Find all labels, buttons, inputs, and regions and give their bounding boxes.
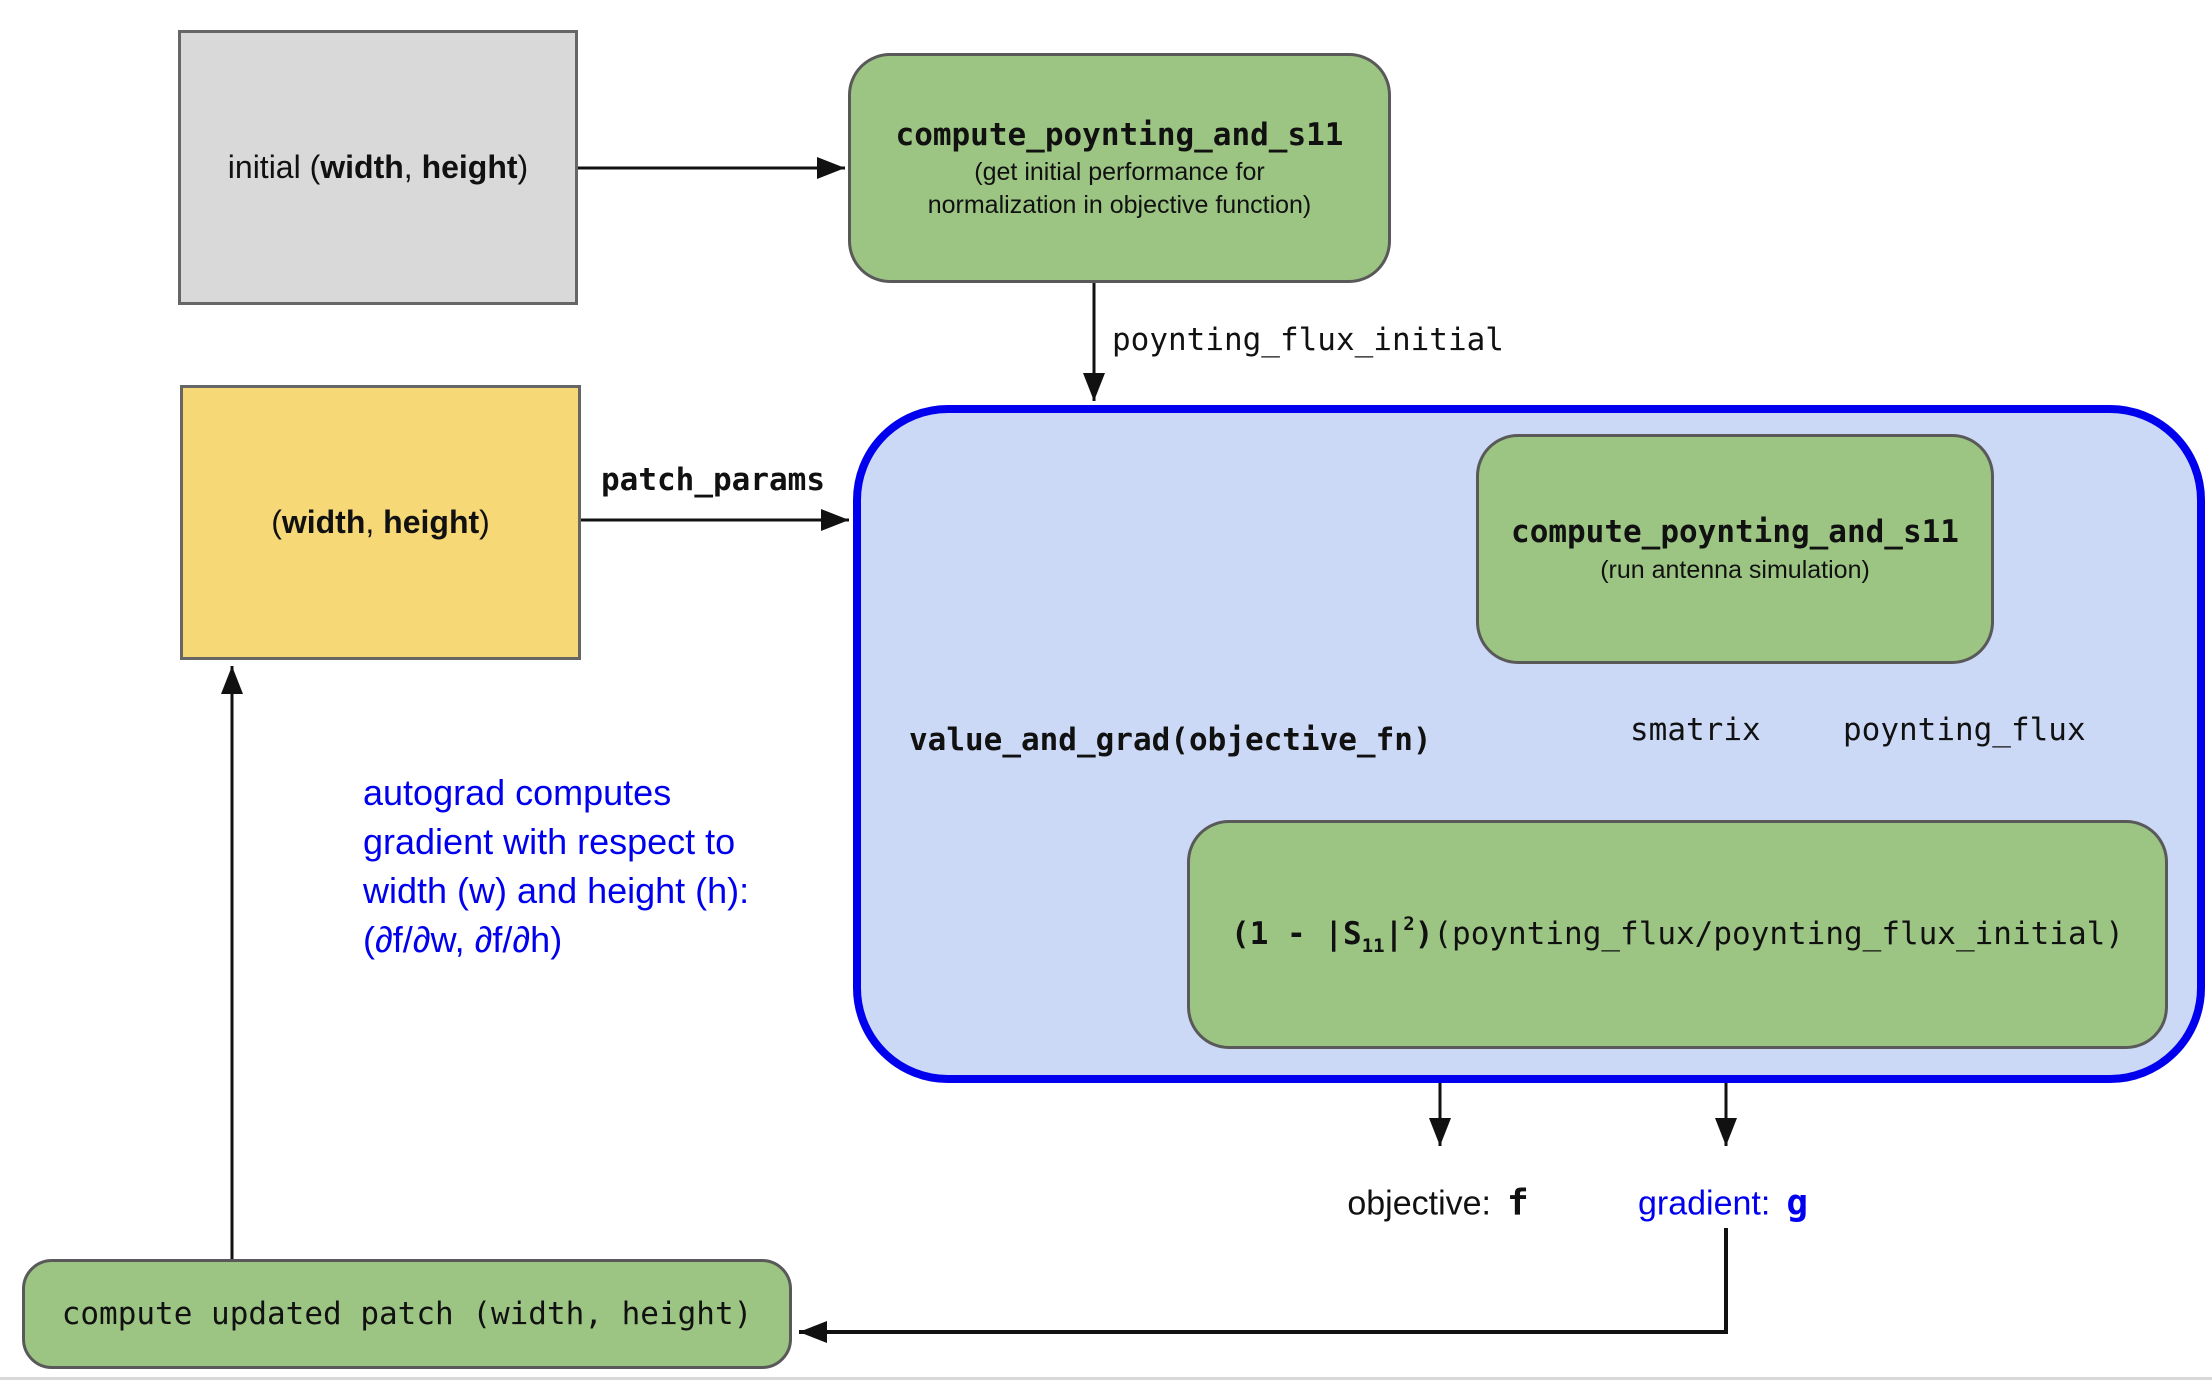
autograd-note-line4: (∂f/∂w, ∂f/∂h) — [363, 919, 563, 960]
autograd-note: autograd computes gradient with respect … — [363, 768, 749, 964]
compute-poynting-initial-subtitle-line1: (get initial performance for — [974, 158, 1265, 187]
page-separator-line — [0, 1377, 2212, 1380]
gradient-output: gradient: g — [1638, 1183, 1808, 1224]
arrow-gradient-to-update — [799, 1228, 1728, 1343]
objective-output-symbol: f — [1506, 1182, 1529, 1224]
objective-output: objective: f — [1347, 1183, 1528, 1224]
initial-params-box: initial (width, height) — [178, 30, 578, 305]
patch-params-box: (width, height) — [180, 385, 581, 660]
compute-poynting-initial-title: compute_poynting_and_s11 — [895, 116, 1344, 153]
compute-poynting-sim-subtitle: (run antenna simulation) — [1600, 555, 1870, 584]
patch-params-box-label: (width, height) — [271, 504, 490, 540]
value-and-grad-label: value_and_grad(objective_fn) — [909, 722, 1432, 758]
gradient-output-label: gradient: — [1637, 1184, 1771, 1223]
objective-output-label: objective: — [1347, 1184, 1491, 1223]
update-patch-label: compute updated patch (width, height) — [61, 1296, 753, 1332]
edge-label-patch-params: patch_params — [601, 462, 825, 498]
edge-label-poynting-flux-initial: poynting_flux_initial — [1112, 322, 1504, 358]
update-patch-box: compute updated patch (width, height) — [22, 1259, 792, 1369]
objective-formula: (1 - |S11|2)(poynting_flux/poynting_flux… — [1231, 912, 2124, 957]
objective-formula-box: (1 - |S11|2)(poynting_flux/poynting_flux… — [1187, 820, 2168, 1049]
autograd-note-line2: gradient with respect to — [363, 821, 736, 862]
compute-poynting-sim-title: compute_poynting_and_s11 — [1511, 513, 1959, 550]
compute-poynting-initial-box: compute_poynting_and_s11 (get initial pe… — [848, 53, 1391, 283]
compute-poynting-sim-box: compute_poynting_and_s11 (run antenna si… — [1476, 434, 1994, 664]
edge-label-poynting-flux: poynting_flux — [1843, 712, 2086, 748]
initial-params-label: initial (width, height) — [227, 149, 529, 185]
compute-poynting-initial-subtitle-line2: normalization in objective function) — [927, 190, 1312, 219]
autograd-note-line1: autograd computes — [363, 772, 672, 813]
gradient-output-symbol: g — [1786, 1182, 1809, 1224]
edge-label-smatrix: smatrix — [1630, 712, 1761, 748]
autograd-note-line3: width (w) and height (h): — [363, 870, 750, 911]
